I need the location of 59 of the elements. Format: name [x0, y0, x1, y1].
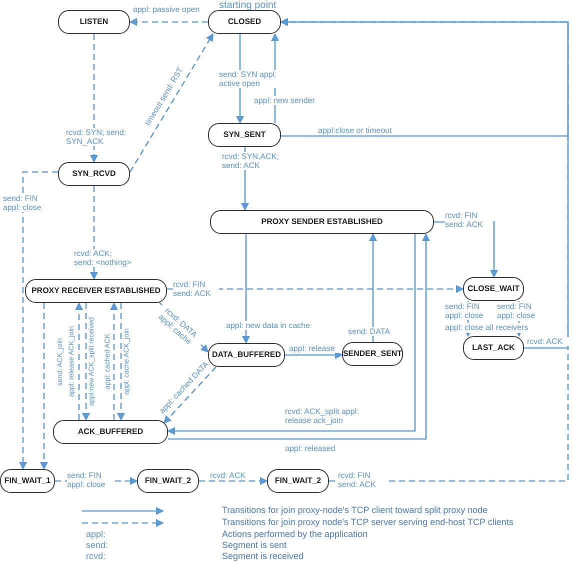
edge-label: rcvd: SYN; send: SYN_ACK	[66, 128, 128, 146]
state-name: FIN_WAIT_2	[274, 475, 322, 487]
state-box	[208, 123, 281, 147]
edge-label: rcvd: FIN send: ACK	[338, 471, 386, 489]
key-text: appl:	[86, 529, 107, 539]
edge-label: rcvd: ACK	[527, 337, 569, 346]
state-caption: starting point	[219, 0, 276, 11]
arrow	[163, 366, 216, 424]
arrow	[369, 233, 377, 342]
key-text: Segment is received	[222, 551, 305, 561]
state-box	[210, 210, 434, 234]
edge-label: rcvd: ACK; send: <nothing>	[74, 249, 132, 267]
state-box	[267, 469, 329, 493]
state-box	[342, 342, 403, 366]
state-box	[58, 10, 130, 34]
state-name: LAST_ACK	[472, 342, 515, 354]
arrow	[110, 302, 118, 420]
arrow	[242, 234, 250, 344]
state-box	[25, 279, 167, 303]
state-name: FIN_WAIT_1	[4, 475, 51, 487]
state-name: SENDER_SENT	[342, 348, 402, 360]
key-text: send:	[86, 540, 110, 550]
state-name: ACK_BUFFERED	[78, 426, 144, 438]
state-box	[463, 277, 524, 301]
state-box	[53, 420, 168, 444]
key-text: rcvd:	[86, 551, 107, 561]
arrow	[117, 303, 125, 421]
key-text: Actions performed by the application	[222, 529, 369, 539]
state-name: PROXY RECEIVER ESTABLISHED	[31, 285, 161, 297]
state-box	[58, 162, 130, 186]
state-box	[0, 469, 55, 493]
edge-label: rcvd: FIN send: ACK	[445, 211, 493, 229]
arrow	[285, 351, 343, 359]
state-name: PROXY SENDER ESTABLISHED	[261, 216, 383, 228]
state-name: SYN_RCVD	[72, 168, 116, 180]
edge-label: rcvd: FIN send: ACK	[173, 280, 219, 298]
arrow	[90, 34, 98, 163]
arrow	[82, 303, 90, 421]
legend-text: Transitions for join proxy node's TCP server serving end-host TCP clients	[222, 517, 514, 528]
arrow	[40, 303, 48, 470]
arrow	[90, 186, 98, 280]
state-box	[463, 336, 524, 360]
key-text: Segment is sent	[222, 540, 288, 550]
state-box	[208, 343, 285, 367]
state-name: SYN_SENT	[223, 129, 266, 141]
arrow	[129, 18, 208, 26]
state-name: LISTEN	[80, 16, 108, 28]
state-box	[137, 469, 199, 493]
state-name: CLOSED	[228, 16, 262, 28]
arrow	[75, 302, 83, 420]
arrow	[280, 18, 569, 349]
arrow	[199, 477, 268, 485]
edge-label: appl: release	[289, 344, 341, 353]
arrow	[19, 171, 58, 470]
legend-text: Transitions for join proxy-node's TCP client toward split proxy node	[222, 505, 488, 516]
arrow	[129, 33, 214, 172]
state-name: FIN_WAIT_2	[144, 475, 192, 487]
state-name: DATA_BUFFERED	[212, 349, 282, 361]
state-name: CLOSE_WAIT	[467, 283, 520, 295]
